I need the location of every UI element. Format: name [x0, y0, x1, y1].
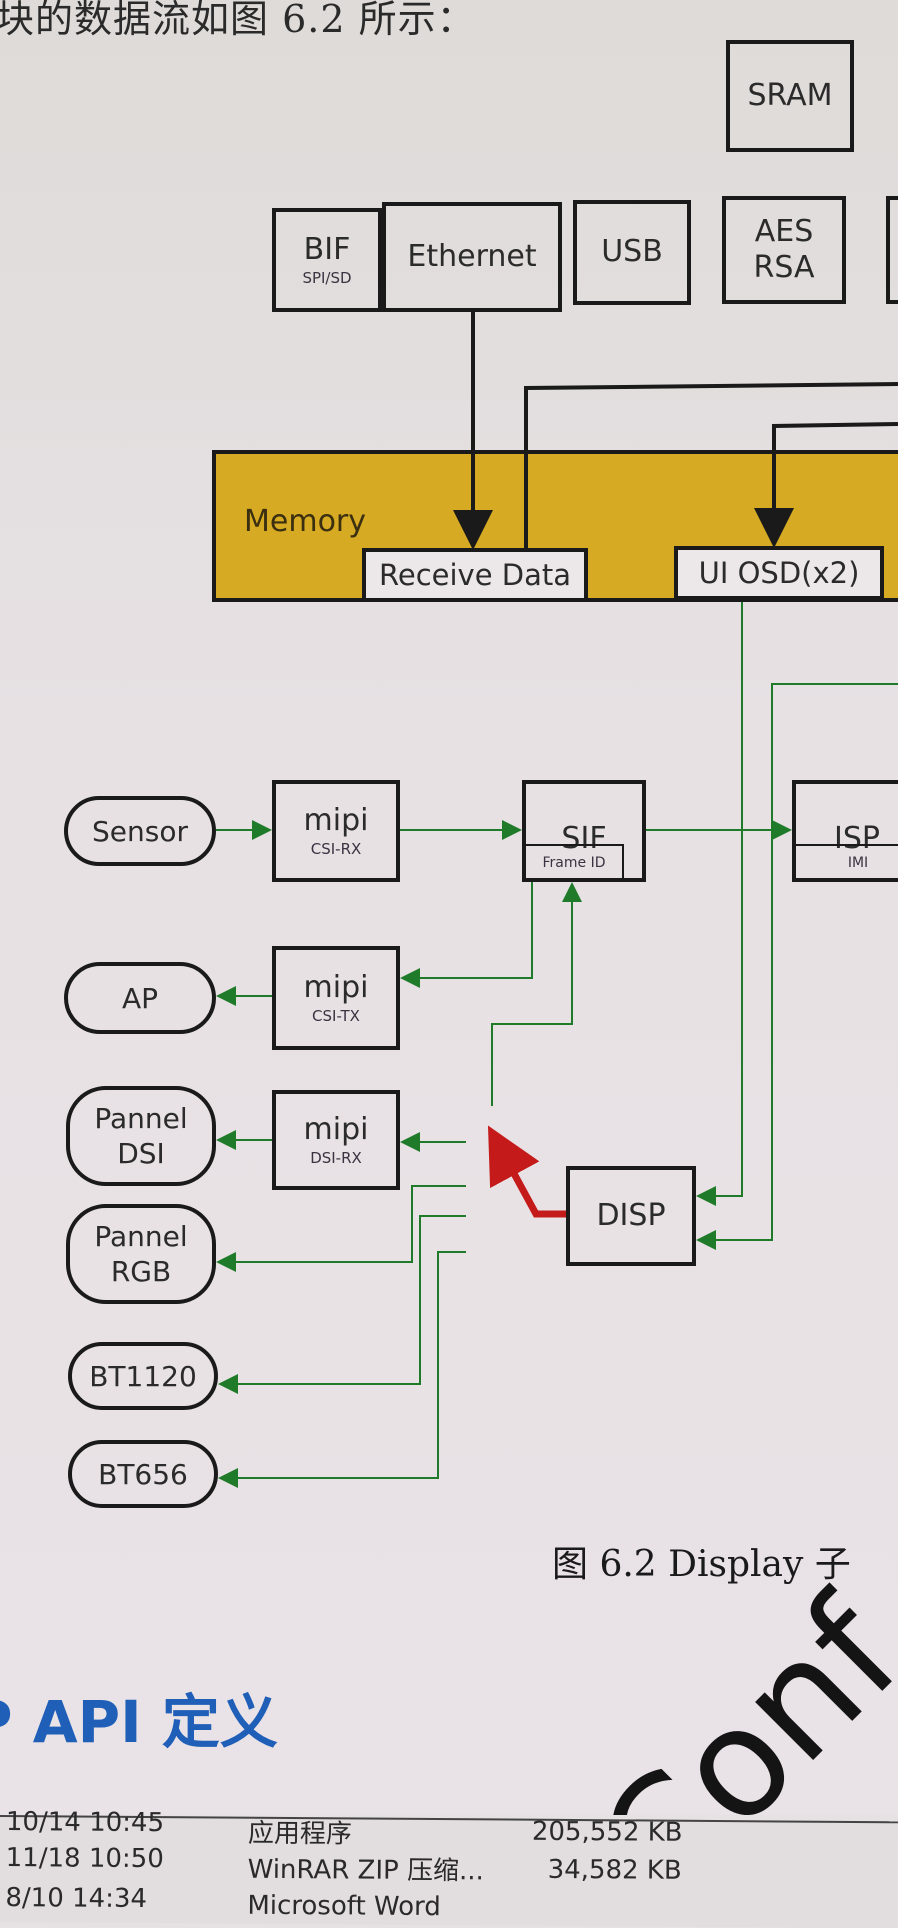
block-sublabel: SPI/SD [302, 269, 352, 288]
memory-label: Memory [244, 504, 367, 539]
frame-id-label: Frame ID [526, 844, 624, 878]
block-label: DISP [596, 1197, 666, 1233]
endpoint-label: Pannel [94, 1220, 188, 1253]
wire-isp-disp [696, 683, 898, 1250]
block-bif: BIF SPI/SD [272, 208, 382, 312]
file-explorer-strip: 10/14 10:45 应用程序 205,552 KB 11/18 10:50 … [0, 1807, 898, 1928]
block-partial-right [886, 196, 898, 304]
block-label: Ethernet [407, 238, 537, 274]
endpoint-pannel-rgb: Pannel RGB [66, 1204, 216, 1304]
endpoint-label: AP [121, 981, 159, 1015]
file-type: WinRAR ZIP 压缩... [247, 1854, 484, 1887]
block-label: ISP [834, 821, 880, 856]
block-label-2: RSA [753, 250, 815, 285]
block-mipi-csi-rx: mipi CSI-RX [272, 780, 400, 882]
imi-label: IMI [796, 844, 898, 878]
file-size: 205,552 KB [531, 1816, 683, 1848]
file-type: Microsoft Word [247, 1890, 441, 1923]
endpoint-label: Pannel [94, 1102, 188, 1135]
endpoint-label: BT1120 [89, 1359, 197, 1393]
block-label: SRAM [747, 77, 833, 113]
memory-region-ui-osd: UI OSD(x2) [674, 546, 884, 600]
wire-sif-csi-tx [400, 882, 533, 988]
block-label: SIF [561, 821, 607, 856]
wire-receive-out [524, 382, 898, 548]
block-label: mipi [303, 1111, 369, 1147]
file-row[interactable]: 8/10 14:34 [5, 1883, 147, 1914]
file-row[interactable]: 10/14 10:45 [6, 1807, 164, 1838]
block-mipi-dsi-rx: mipi DSI-RX [272, 1090, 400, 1190]
endpoint-label: Sensor [92, 814, 188, 848]
figure-caption: 图 6.2 Display 子 [552, 1544, 851, 1585]
wire-to-ui-osd [754, 422, 898, 548]
block-label: mipi [303, 969, 369, 1005]
file-size: 34,582 KB [547, 1854, 682, 1886]
wire-bus-rgb [216, 1185, 466, 1272]
red-annotation-arrow [487, 1125, 566, 1218]
block-label: BIF [303, 231, 351, 267]
block-ethernet: Ethernet [382, 202, 562, 312]
region-label: Receive Data [379, 558, 571, 592]
file-date: 10/14 10:45 [5, 1807, 165, 1839]
block-disp: DISP [566, 1166, 696, 1266]
block-sublabel: CSI-TX [312, 1007, 360, 1026]
endpoint-bt1120: BT1120 [68, 1342, 218, 1410]
endpoint-pannel-dsi: Pannel DSI [66, 1086, 216, 1186]
wire-bus-bt656 [218, 1251, 466, 1488]
block-sram: SRAM [726, 40, 854, 152]
file-date: 8/10 14:34 [5, 1883, 148, 1915]
endpoint-label-2: DSI [117, 1137, 165, 1170]
connection-wires [216, 312, 898, 1488]
block-aes-rsa: AES RSA [722, 196, 846, 304]
file-type: 应用程序 [247, 1818, 352, 1850]
wire-uiosd-disp [696, 602, 743, 1206]
block-label: AES [754, 214, 814, 249]
block-label: USB [601, 234, 663, 270]
endpoint-bt656: BT656 [68, 1440, 218, 1508]
wire-bus-bt1120 [218, 1215, 466, 1394]
endpoint-label: BT656 [98, 1457, 188, 1491]
block-label: mipi [303, 802, 369, 838]
block-mipi-csi-tx: mipi CSI-TX [272, 946, 400, 1050]
endpoint-label-2: RGB [110, 1255, 172, 1288]
block-isp: ISP IMI [792, 780, 898, 882]
region-label: UI OSD(x2) [698, 556, 860, 590]
file-row[interactable]: 11/18 10:50 [6, 1843, 164, 1874]
wire-disp-sif [491, 882, 582, 1106]
intro-text: 块的数据流如图 6.2 所示： [0, 0, 476, 41]
block-sublabel: CSI-RX [310, 840, 362, 859]
block-sublabel: DSI-RX [310, 1149, 362, 1168]
document-screen: 块的数据流如图 6.2 所示： SRAM BIF SPI/SD Ethernet… [0, 0, 898, 1815]
memory-region-receive-data: Receive Data [362, 548, 588, 602]
block-sif: SIF Frame ID [522, 780, 646, 882]
file-date: 11/18 10:50 [5, 1843, 164, 1875]
section-heading: P API 定义 [0, 1688, 278, 1756]
endpoint-ap: AP [64, 962, 216, 1034]
block-usb: USB [573, 200, 691, 305]
endpoint-sensor: Sensor [64, 796, 216, 866]
